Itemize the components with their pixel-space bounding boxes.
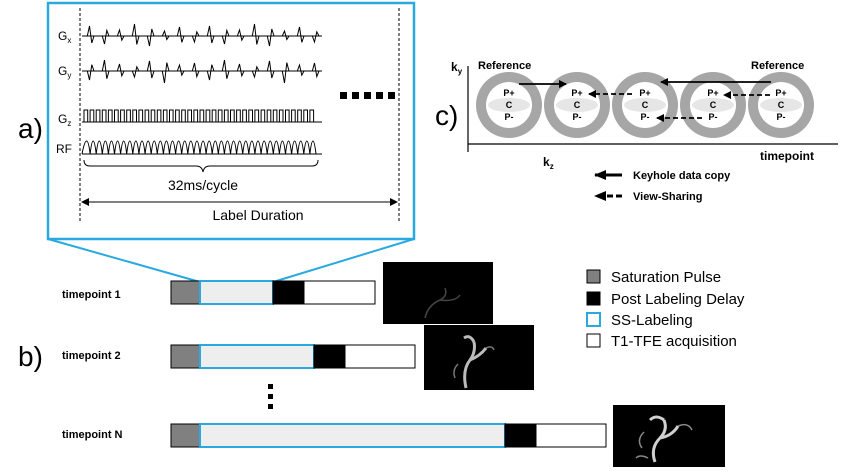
saturation-block [170, 423, 201, 448]
timepoint-n-label: timepoint N [62, 429, 123, 441]
reference-right-label: Reference [751, 60, 804, 72]
panel-a-label: a) [18, 113, 43, 144]
keyhole-legend-label: Keyhole data copy [633, 170, 731, 182]
gx-label: Gx [58, 29, 71, 45]
delay-block [272, 280, 305, 305]
svg-text:P+: P+ [571, 88, 582, 98]
gz-label: Gz [58, 112, 71, 128]
svg-text:P-: P- [777, 112, 786, 122]
panel-b-label: b) [18, 341, 43, 372]
vertical-continuation-dots [268, 384, 273, 409]
gy-waveform [82, 59, 322, 84]
ky-axis-label: ky [451, 60, 463, 76]
angiogram-image-1 [383, 262, 493, 324]
svg-text:C: C [642, 100, 649, 110]
kspace-circle-4: P+ C P- [680, 72, 746, 138]
gy-label: Gy [58, 64, 71, 80]
svg-text:C: C [710, 100, 717, 110]
svg-text:C: C [778, 100, 785, 110]
svg-text:P+: P+ [707, 88, 718, 98]
acquisition-block [303, 280, 376, 305]
label-duration-text: Label Duration [212, 207, 303, 223]
svg-text:P+: P+ [639, 88, 650, 98]
acquisition-block [344, 344, 416, 369]
zoom-connector-left [47, 238, 201, 283]
kspace-circle-1: P+ C P- [476, 72, 542, 138]
rf-waveform [81, 140, 322, 155]
delay-block [313, 344, 346, 369]
zoom-callout-box [46, 1, 416, 241]
reference-left-label: Reference [478, 60, 531, 72]
kz-axis-label: kz [543, 155, 554, 171]
timepoint-1-label: timepoint 1 [62, 289, 121, 301]
timepoint-1-sequence [170, 280, 376, 305]
cycle-brace [83, 159, 319, 173]
legend-swatch-saturation [586, 269, 601, 284]
delay-block [504, 423, 537, 448]
svg-text:P+: P+ [775, 88, 786, 98]
panel-c-label: c) [435, 100, 458, 131]
legend: Saturation Pulse Post Labeling Delay SS-… [586, 269, 745, 350]
svg-text:P-: P- [641, 112, 650, 122]
timepoint-axis-label: timepoint [760, 149, 814, 163]
gz-waveform [82, 109, 322, 123]
labeling-block [199, 423, 506, 448]
svg-text:C: C [574, 100, 581, 110]
saturation-block [170, 344, 201, 369]
gx-waveform [82, 23, 322, 47]
svg-text:P+: P+ [503, 88, 514, 98]
legend-saturation-label: Saturation Pulse [611, 269, 721, 286]
rf-label: RF [56, 142, 72, 156]
kspace-circle-5: P+ C P- [748, 72, 814, 138]
labeling-block [199, 344, 315, 369]
timepoint-2-label: timepoint 2 [62, 350, 121, 362]
svg-text:C: C [506, 100, 513, 110]
continuation-dots [340, 92, 395, 99]
legend-acquisition-label: T1-TFE acquisition [611, 333, 737, 350]
kspace-circles: P+ C P- P+ C P- P+ C P- P+ C P- [476, 72, 814, 138]
timepoint-n-sequence [170, 423, 607, 448]
viewshare-legend-label: View-Sharing [633, 191, 702, 203]
legend-swatch-acquisition [586, 333, 601, 348]
legend-labeling-label: SS-Labeling [611, 312, 693, 329]
svg-text:P-: P- [573, 112, 582, 122]
cycle-text: 32ms/cycle [168, 177, 238, 193]
labeling-block [199, 280, 274, 305]
zoom-connector-right [272, 238, 415, 283]
legend-delay-label: Post Labeling Delay [611, 291, 745, 308]
acquisition-block [535, 423, 607, 448]
timepoint-2-sequence [170, 344, 416, 369]
legend-swatch-labeling [586, 312, 601, 327]
kspace-circle-2: P+ C P- [544, 72, 610, 138]
svg-text:P-: P- [505, 112, 514, 122]
angiogram-image-2 [424, 325, 534, 390]
legend-swatch-delay [586, 291, 601, 306]
angiogram-image-3 [613, 405, 725, 467]
saturation-block [170, 280, 201, 305]
svg-text:P-: P- [709, 112, 718, 122]
